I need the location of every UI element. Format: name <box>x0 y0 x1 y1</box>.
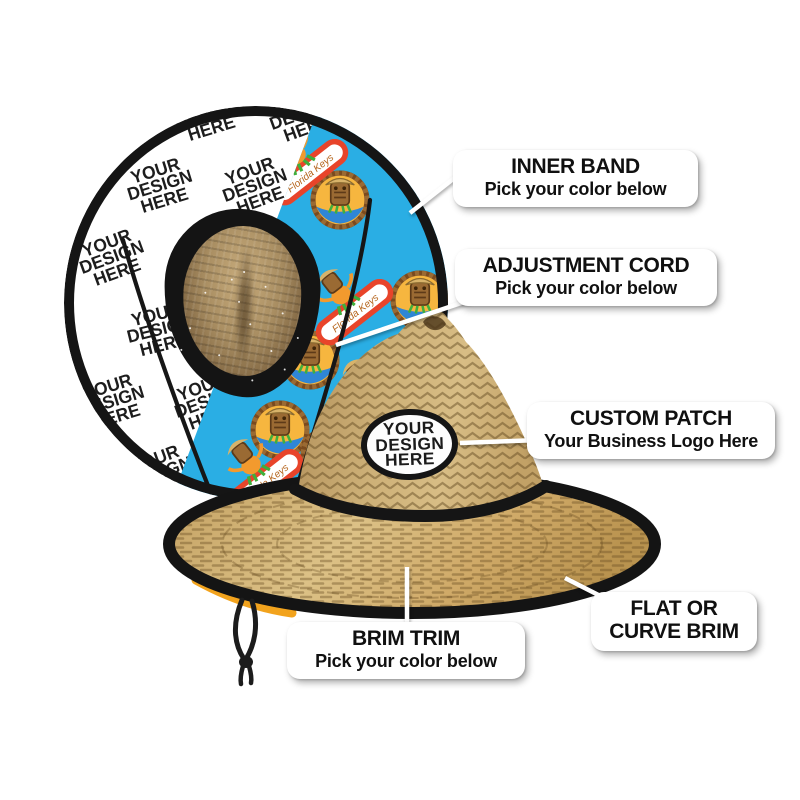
callout-adjustment-cord: ADJUSTMENT CORD Pick your color below <box>455 249 717 306</box>
callout-inner-band: INNER BAND Pick your color below <box>453 150 698 207</box>
adjustment-cord-left-strand <box>120 237 216 500</box>
crown-tip-fold <box>423 316 446 331</box>
callout-custom-patch: CUSTOM PATCH Your Business Logo Here <box>527 402 775 459</box>
callout-title: BRIM TRIM <box>351 627 461 650</box>
leader-line-adjustment-cord <box>335 297 471 348</box>
callout-title: ADJUSTMENT CORD <box>482 254 690 277</box>
callout-title: CURVE BRIM <box>609 619 739 643</box>
chin-cord <box>232 597 259 687</box>
callout-flat-or-curve-brim: FLAT OR CURVE BRIM <box>591 592 757 652</box>
callout-subtitle: Pick your color below <box>495 277 677 298</box>
crown-cord-band <box>289 480 552 523</box>
callout-brim-trim: BRIM TRIM Pick your color below <box>287 622 525 679</box>
callout-title: CUSTOM PATCH <box>569 407 733 430</box>
tiki-badge-icon <box>250 400 310 460</box>
callout-subtitle: Your Business Logo Here <box>543 430 759 451</box>
callout-title: INNER BAND <box>511 155 640 178</box>
callout-subtitle: Pick your color below <box>315 650 497 671</box>
callout-subtitle: Pick your color below <box>484 178 667 199</box>
leader-line-custom-patch <box>459 437 541 446</box>
tiki-badge-icon <box>310 170 370 230</box>
callout-title: FLAT OR <box>630 597 718 620</box>
